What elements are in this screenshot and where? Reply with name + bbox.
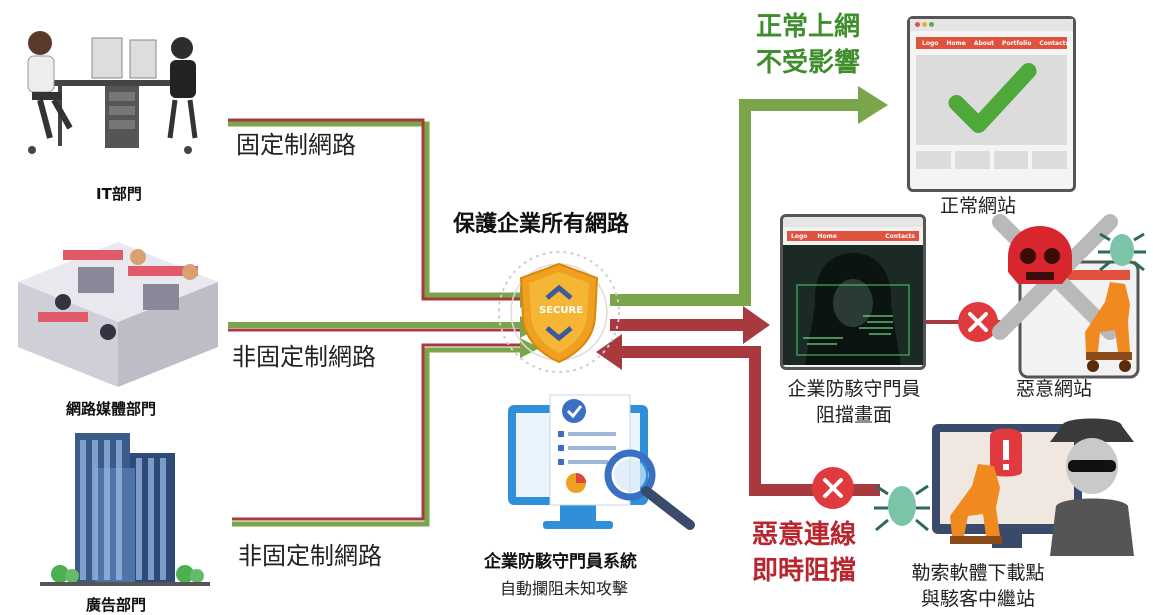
hacker-icon bbox=[783, 245, 923, 365]
normal-traffic-arrow bbox=[610, 99, 860, 306]
normal-site-nav: Logo Home About Portfolio Contacts bbox=[916, 37, 1070, 49]
block-page-caption-2: 阻擋畫面 bbox=[815, 404, 892, 426]
normal-access-label-2: 不受影響 bbox=[756, 48, 861, 78]
normal-access-label-1: 正常上網 bbox=[756, 12, 861, 42]
nav-contacts: Contacts bbox=[1039, 39, 1070, 47]
fixed-network-label: 固定制網路 bbox=[236, 131, 356, 159]
ransomware-hacker-illustration bbox=[874, 418, 1134, 556]
fixed-network-line bbox=[228, 121, 520, 298]
nav-home: Home bbox=[946, 39, 966, 47]
it-department-label: IT部門 bbox=[96, 185, 142, 203]
normal-website-window: Logo Home About Portfolio Contacts bbox=[907, 16, 1076, 192]
nav-home: Home bbox=[817, 232, 837, 240]
block-page-nav: Logo Home Contacts bbox=[787, 231, 919, 241]
nav-logo: Logo bbox=[791, 232, 808, 240]
attack-blocked-x-icon bbox=[812, 467, 854, 509]
ransomware-caption-2: 與駭客中繼站 bbox=[920, 588, 1035, 610]
secure-shield-icon bbox=[498, 251, 620, 373]
media-department-illustration bbox=[18, 242, 218, 387]
ransomware-caption-1: 勒索軟體下載點 bbox=[911, 562, 1045, 584]
blocked-x-icon bbox=[958, 302, 998, 342]
malicious-connection-label-1: 惡意連線 bbox=[752, 520, 857, 550]
malicious-connection-label-2: 即時阻擋 bbox=[752, 556, 857, 586]
media-department-label: 網路媒體部門 bbox=[66, 400, 157, 418]
non-fixed-network-line-2 bbox=[232, 347, 520, 527]
product-name: 企業防駭守門員系統 bbox=[484, 552, 637, 572]
product-monitor-illustration bbox=[508, 394, 695, 530]
checkmark-icon bbox=[948, 63, 1037, 133]
nav-about: About bbox=[973, 39, 995, 47]
normal-website-caption: 正常網站 bbox=[940, 195, 1017, 217]
it-department-illustration bbox=[27, 31, 198, 154]
block-page-caption-1: 企業防駭守門員 bbox=[787, 378, 921, 400]
shield-label: SECURE bbox=[539, 305, 584, 316]
non-fixed-network-label-2: 非固定制網路 bbox=[238, 542, 382, 570]
non-fixed-network-label-1: 非固定制網路 bbox=[232, 343, 376, 371]
ad-department-building bbox=[40, 433, 210, 586]
nav-contacts: Contacts bbox=[885, 232, 915, 240]
malicious-website-caption: 惡意網站 bbox=[1016, 378, 1093, 400]
product-description: 自動攔阻未知攻擊 bbox=[500, 579, 629, 598]
block-page-window: Logo Home Contacts bbox=[780, 214, 926, 370]
nav-portfolio: Portfolio bbox=[1002, 39, 1032, 47]
protect-all-networks-title: 保護企業所有網路 bbox=[453, 212, 630, 237]
ad-department-label: 廣告部門 bbox=[86, 596, 147, 614]
malicious-website-illustration bbox=[992, 214, 1146, 379]
nav-logo: Logo bbox=[922, 39, 939, 47]
